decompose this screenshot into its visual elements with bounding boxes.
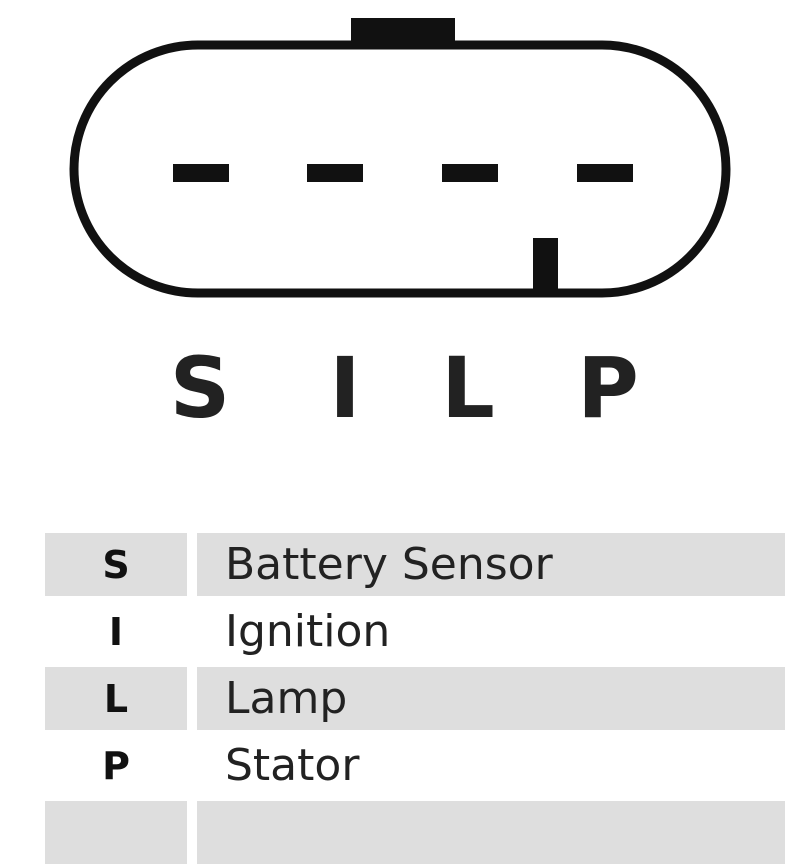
pin-label-i: I	[329, 339, 361, 437]
pin-label-s: S	[169, 339, 231, 437]
connector-key-tab	[351, 18, 455, 48]
empty-description-cell	[197, 801, 785, 864]
table-row: S Battery Sensor	[45, 533, 785, 596]
pin-code: P	[45, 734, 197, 797]
pin-description: Lamp	[197, 667, 785, 730]
pin-label-p: P	[577, 339, 639, 437]
table-row	[45, 801, 785, 864]
pin-legend-table: S Battery Sensor I Ignition L Lamp P Sta…	[45, 529, 785, 868]
pin-p-slot	[577, 164, 633, 182]
pin-description: Battery Sensor	[197, 533, 785, 596]
empty-code-cell	[45, 801, 197, 864]
connector-latch	[533, 238, 558, 290]
pin-description: Ignition	[225, 606, 391, 657]
table-row: P Stator	[45, 734, 785, 797]
table-row: I Ignition	[45, 600, 785, 663]
connector-diagram	[69, 18, 731, 298]
pin-s-slot	[173, 164, 229, 182]
pin-label-l: L	[441, 339, 495, 437]
pin-code: S	[45, 533, 197, 596]
pin-i-slot	[307, 164, 363, 182]
pin-code: L	[45, 667, 197, 730]
table-row: L Lamp	[45, 667, 785, 730]
pin-code: I	[45, 600, 197, 663]
pin-l-slot	[442, 164, 498, 182]
pin-description: Stator	[225, 740, 360, 791]
